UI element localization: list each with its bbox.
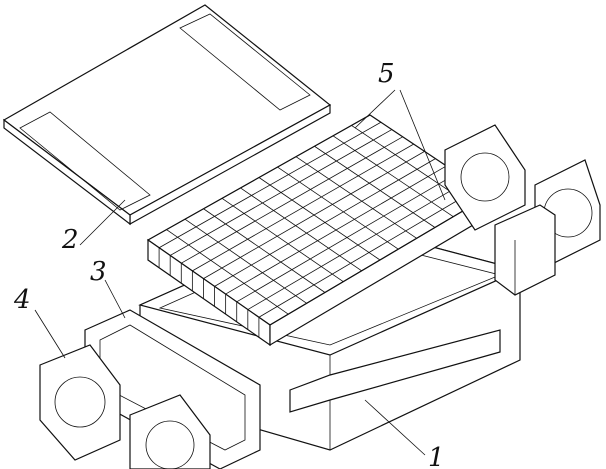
right-fans (444, 124, 601, 296)
cell-column-line (184, 218, 307, 304)
cell-column-line (277, 166, 399, 250)
leader-lines (34, 89, 446, 456)
top-cover (2, 4, 332, 226)
label-base-box: 1 (428, 443, 445, 469)
cell-column-line (258, 177, 381, 261)
cell-column-line (221, 198, 344, 282)
left-fans (39, 344, 211, 469)
cell-column-line (332, 135, 454, 217)
label-air-duct: 3 (90, 257, 107, 287)
label-fan: 4 (13, 285, 31, 315)
cell-column-line (240, 187, 362, 272)
cell-column-line (203, 208, 326, 293)
cell-column-line (295, 156, 417, 239)
label-top-cover: 2 (61, 225, 79, 255)
battery-module (146, 114, 492, 347)
cell-column-line (314, 145, 436, 228)
label-battery-module: 5 (378, 59, 395, 89)
cell-column-line (166, 229, 289, 315)
